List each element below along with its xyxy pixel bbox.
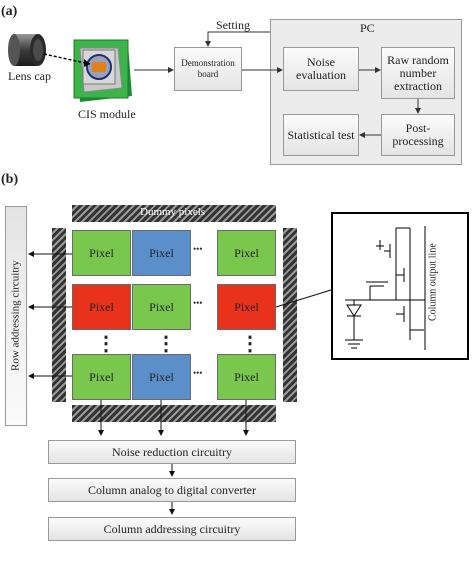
pixel-label: Pixel bbox=[89, 299, 114, 314]
pixel-r2-c1: Pixel bbox=[72, 284, 131, 330]
dummy-pixels-left bbox=[52, 228, 66, 402]
noise-reduction-label: Noise reduction circuitry bbox=[112, 444, 232, 459]
panel-b-label: (b) bbox=[1, 172, 19, 187]
pixel-label: Pixel bbox=[234, 245, 259, 260]
pixel-label: Pixel bbox=[149, 299, 174, 314]
dummy-pixels-bottom bbox=[72, 405, 276, 422]
pixel-r2-c3: Pixel bbox=[217, 284, 276, 330]
dummy-pixels-label: Dummy pixels bbox=[140, 206, 206, 218]
pixel-label: Pixel bbox=[89, 245, 114, 260]
demonstration-board-box: Demonstration board bbox=[174, 47, 242, 91]
statistical-test-label: Statistical test bbox=[287, 127, 355, 142]
noise-evaluation-label: Noise evaluation bbox=[296, 55, 346, 82]
pixel-r3-c2: Pixel bbox=[132, 354, 191, 400]
column-addressing-box: Column addressing circuitry bbox=[48, 517, 296, 541]
pixel-label: Pixel bbox=[234, 299, 259, 314]
pc-label: PC bbox=[360, 21, 375, 35]
dummy-pixels-right bbox=[283, 228, 297, 402]
cis-module-label: CIS module bbox=[78, 107, 136, 121]
panel-a-label: (a) bbox=[1, 4, 18, 19]
post-processing-label: Post-processing bbox=[392, 121, 444, 148]
setting-label: Setting bbox=[216, 18, 251, 32]
pixel-label: Pixel bbox=[89, 369, 114, 384]
pixel-label: Pixel bbox=[234, 369, 259, 384]
post-processing-box: Post-processing bbox=[381, 114, 455, 156]
adc-label: Column analog to digital converter bbox=[88, 482, 256, 497]
ellipsis-horizontal-r2: ••• bbox=[193, 298, 203, 308]
statistical-test-box: Statistical test bbox=[283, 114, 359, 156]
pixel-r2-c2: Pixel bbox=[132, 284, 191, 330]
pixel-r3-c3: Pixel bbox=[217, 354, 276, 400]
pixel-label: Pixel bbox=[149, 369, 174, 384]
ellipsis-horizontal-r3: ••• bbox=[193, 368, 203, 378]
pixel-r1-c1: Pixel bbox=[72, 230, 131, 276]
pixel-label: Pixel bbox=[149, 245, 174, 260]
ellipsis-horizontal-r1: ••• bbox=[193, 244, 203, 254]
ellipsis-vertical-c3: ⋮ bbox=[240, 333, 260, 355]
dummy-pixels-top bbox=[72, 205, 276, 222]
lens-cap-label: Lens cap bbox=[8, 69, 51, 83]
adc-box: Column analog to digital converter bbox=[48, 478, 296, 502]
ellipsis-vertical-c1: ⋮ bbox=[96, 333, 116, 355]
pixel-r3-c1: Pixel bbox=[72, 354, 131, 400]
raw-random-extraction-box: Raw random number extraction bbox=[381, 47, 455, 99]
raw-random-extraction-label: Raw random number extraction bbox=[387, 52, 449, 93]
noise-reduction-box: Noise reduction circuitry bbox=[48, 440, 296, 464]
noise-evaluation-box: Noise evaluation bbox=[283, 47, 359, 91]
pixel-r1-c3: Pixel bbox=[217, 230, 276, 276]
column-addressing-label: Column addressing circuitry bbox=[103, 521, 241, 536]
pixel-circuit-schematic bbox=[345, 226, 426, 350]
ellipsis-vertical-c2: ⋮ bbox=[156, 333, 176, 355]
demonstration-board-label: Demonstration board bbox=[181, 58, 235, 79]
pixel-r1-c2: Pixel bbox=[132, 230, 191, 276]
